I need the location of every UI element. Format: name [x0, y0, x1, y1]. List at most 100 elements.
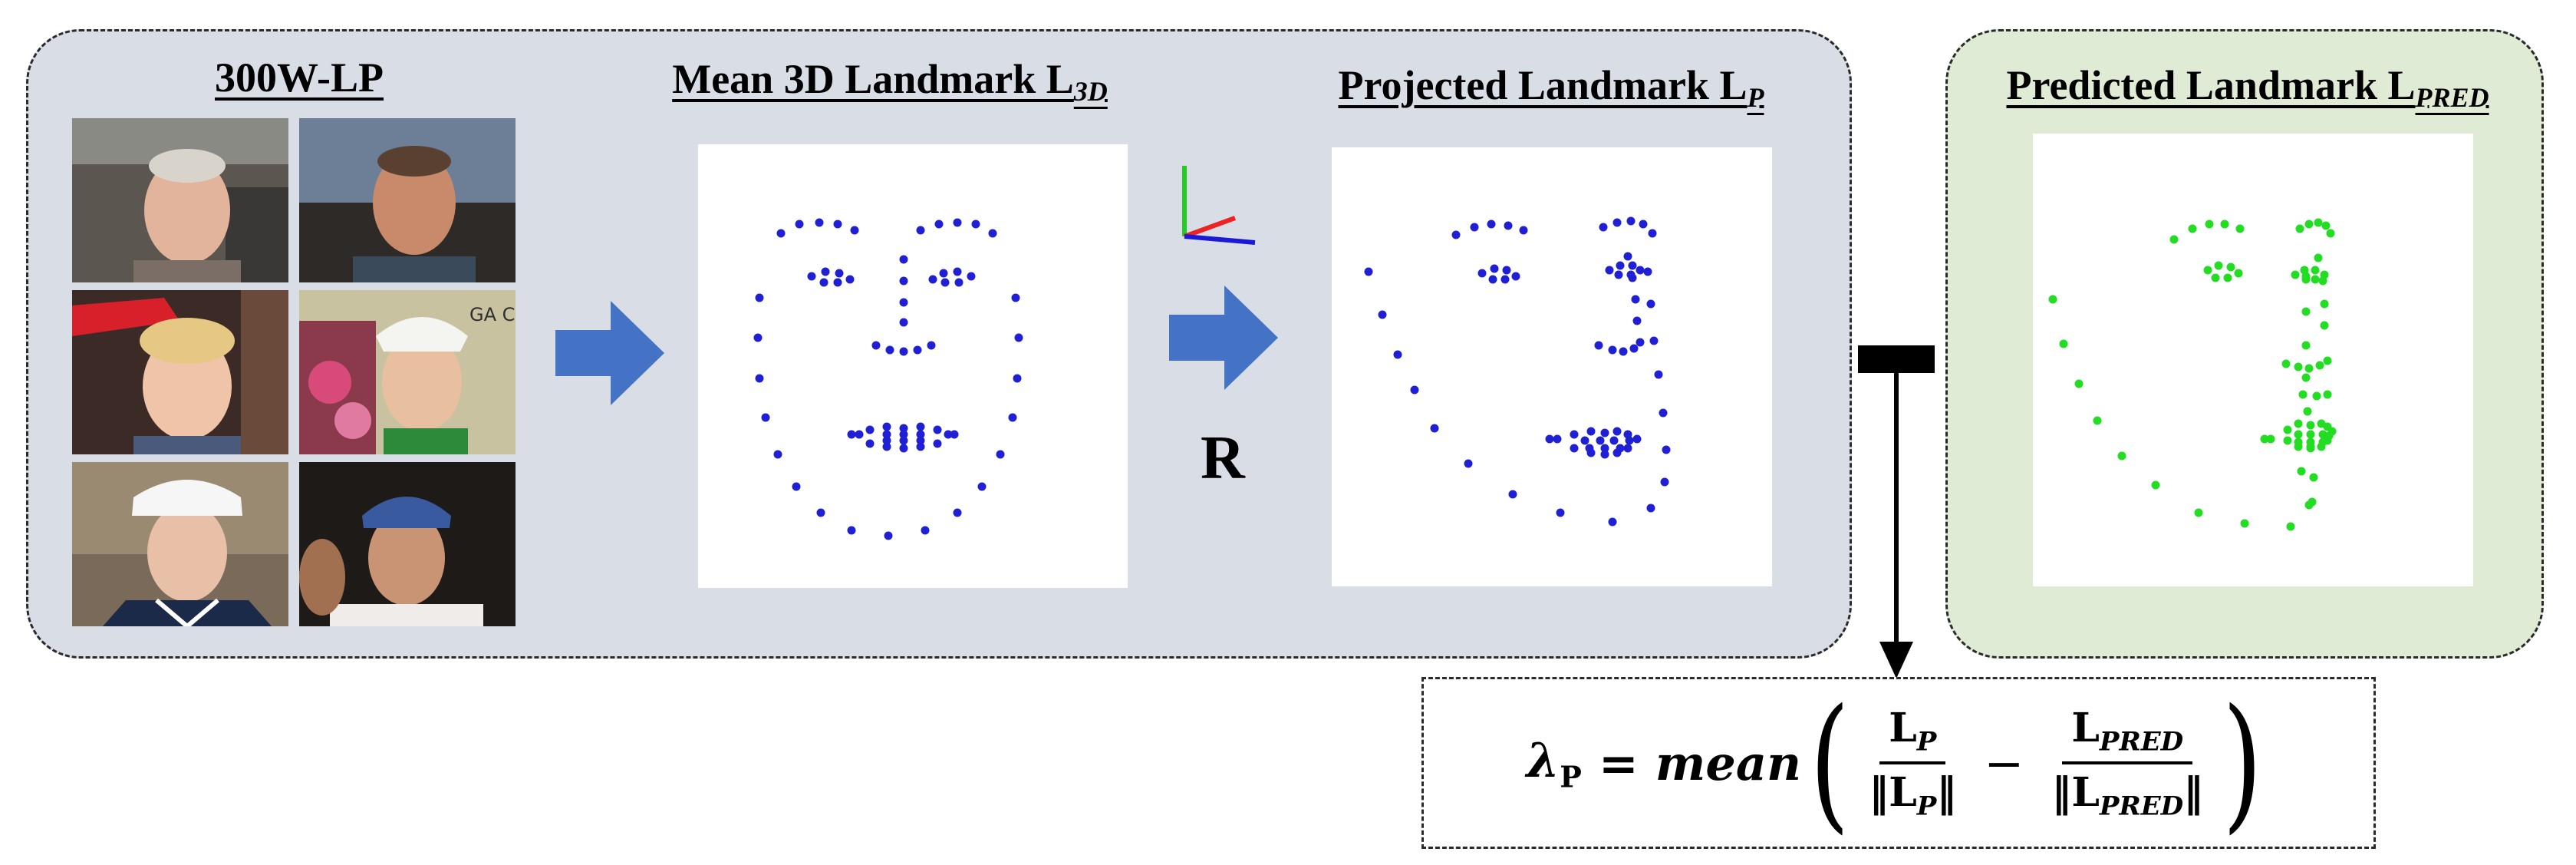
- landmark-dot: [1623, 444, 1632, 453]
- landmark-dot: [792, 482, 801, 491]
- landmark-dot: [2324, 431, 2334, 441]
- fraction-projected: LP ‖LP‖: [1869, 704, 1957, 822]
- landmark-dot: [1470, 223, 1479, 232]
- landmark-dot: [1586, 427, 1596, 436]
- landmark-dot: [2315, 361, 2324, 370]
- landmark-dot: [967, 272, 976, 281]
- landmark-dot: [950, 430, 959, 439]
- landmark-dot: [1660, 477, 1669, 487]
- landmark-dot: [1556, 508, 1565, 517]
- landmark-dot: [899, 298, 908, 307]
- landmark-dot: [871, 341, 881, 350]
- landmark-dot: [1599, 223, 1608, 232]
- landmark-dot: [773, 450, 782, 459]
- landmark-dot: [1378, 310, 1387, 319]
- landmark-dot: [755, 374, 764, 383]
- landmark-dot: [807, 272, 816, 281]
- landmark-dot: [899, 430, 908, 439]
- landmark-dot: [2321, 221, 2331, 230]
- landmark-dot: [921, 526, 930, 535]
- landmark-dot: [2294, 419, 2303, 428]
- landmark-dot: [953, 508, 962, 517]
- landmark-dot: [1628, 261, 1637, 270]
- predicted-landmark-plot: [2033, 134, 2473, 586]
- landmark-dot: [1636, 338, 1645, 347]
- landmark-dot: [2291, 270, 2300, 279]
- close-paren: ): [2222, 678, 2263, 847]
- landmark-dot: [2169, 235, 2179, 244]
- landmark-dot: [850, 226, 859, 235]
- landmark-dot: [953, 267, 962, 276]
- mean-3d-landmark-plot: [698, 144, 1128, 588]
- landmark-dot: [2048, 295, 2057, 304]
- landmark-dot: [2266, 434, 2275, 444]
- landmark-dot: [1629, 344, 1639, 353]
- landmark-dot: [1654, 370, 1663, 379]
- landmark-dot: [1605, 266, 1614, 275]
- landmark-dot: [1631, 295, 1640, 304]
- landmark-dot: [1410, 385, 1419, 395]
- landmark-dot: [819, 278, 828, 287]
- lambda-symbol: λP: [1526, 731, 1582, 794]
- landmark-dot: [954, 278, 964, 287]
- landmark-dot: [882, 422, 891, 431]
- landmark-dot: [1596, 436, 1605, 445]
- landmark-dot: [1545, 434, 1554, 444]
- landmark-dot: [795, 220, 804, 229]
- landmark-dot: [2074, 379, 2084, 388]
- landmark-dot: [2059, 339, 2068, 348]
- landmark-dot: [2260, 434, 2269, 444]
- landmark-dot: [2203, 266, 2212, 275]
- landmark-dot: [1626, 216, 1636, 226]
- landmark-dot: [1616, 261, 1625, 270]
- landmark-dot: [899, 436, 908, 445]
- landmark-dot: [2205, 220, 2214, 229]
- landmark-dot: [1623, 252, 1632, 261]
- landmark-dot: [1612, 427, 1622, 436]
- face-photo-5: [72, 462, 288, 626]
- face-photo-4: GA Cards: [299, 290, 516, 454]
- landmark-dot: [2303, 407, 2312, 416]
- landmark-dot: [1609, 436, 1619, 445]
- landmark-dot: [882, 442, 891, 451]
- mean-3d-landmark-dots: [753, 218, 1023, 540]
- projected-landmark-title: Projected Landmark LP: [1338, 62, 1764, 113]
- landmark-dot: [1608, 345, 1617, 355]
- landmark-dot: [988, 229, 997, 238]
- landmark-dot: [1614, 270, 1623, 279]
- landmark-dot: [916, 436, 925, 445]
- landmark-dot: [2211, 273, 2220, 282]
- landmark-dot: [1393, 350, 1402, 359]
- predicted-landmark-title: Predicted Landmark LPRED: [2006, 62, 2489, 113]
- landmark-dot: [2286, 522, 2295, 531]
- landmark-dot: [1600, 428, 1609, 437]
- landmark-dot: [1487, 220, 1496, 229]
- landmark-dot: [2223, 273, 2232, 282]
- landmark-dot: [899, 444, 908, 453]
- landmark-dot: [2323, 356, 2332, 365]
- landmark-dot: [2304, 220, 2314, 229]
- landmark-dot: [2283, 436, 2292, 445]
- landmark-dot: [847, 526, 856, 535]
- landmark-dot: [933, 425, 942, 434]
- landmark-dot: [899, 276, 908, 286]
- landmark-dot: [2294, 437, 2303, 447]
- landmark-dot: [865, 439, 875, 448]
- landmark-dot: [913, 345, 922, 355]
- landmark-dot: [899, 424, 908, 433]
- landmark-dot: [2306, 430, 2315, 439]
- face-photo-1: [72, 118, 288, 282]
- landmark-dot: [2326, 229, 2335, 238]
- open-paren: (: [1810, 678, 1850, 847]
- landmark-dot: [2295, 224, 2304, 233]
- landmark-dot: [2311, 266, 2320, 275]
- landmark-dot: [816, 508, 825, 517]
- landmark-dot: [1500, 275, 1510, 284]
- photo-sign-text: GA Cards: [469, 304, 516, 325]
- landmark-dot: [1570, 430, 1579, 439]
- face-photo-6: [299, 462, 516, 626]
- landmark-dot: [977, 482, 987, 491]
- landmark-dot: [1639, 220, 1648, 229]
- landmark-dot: [1570, 444, 1579, 453]
- landmark-dot: [1600, 450, 1609, 459]
